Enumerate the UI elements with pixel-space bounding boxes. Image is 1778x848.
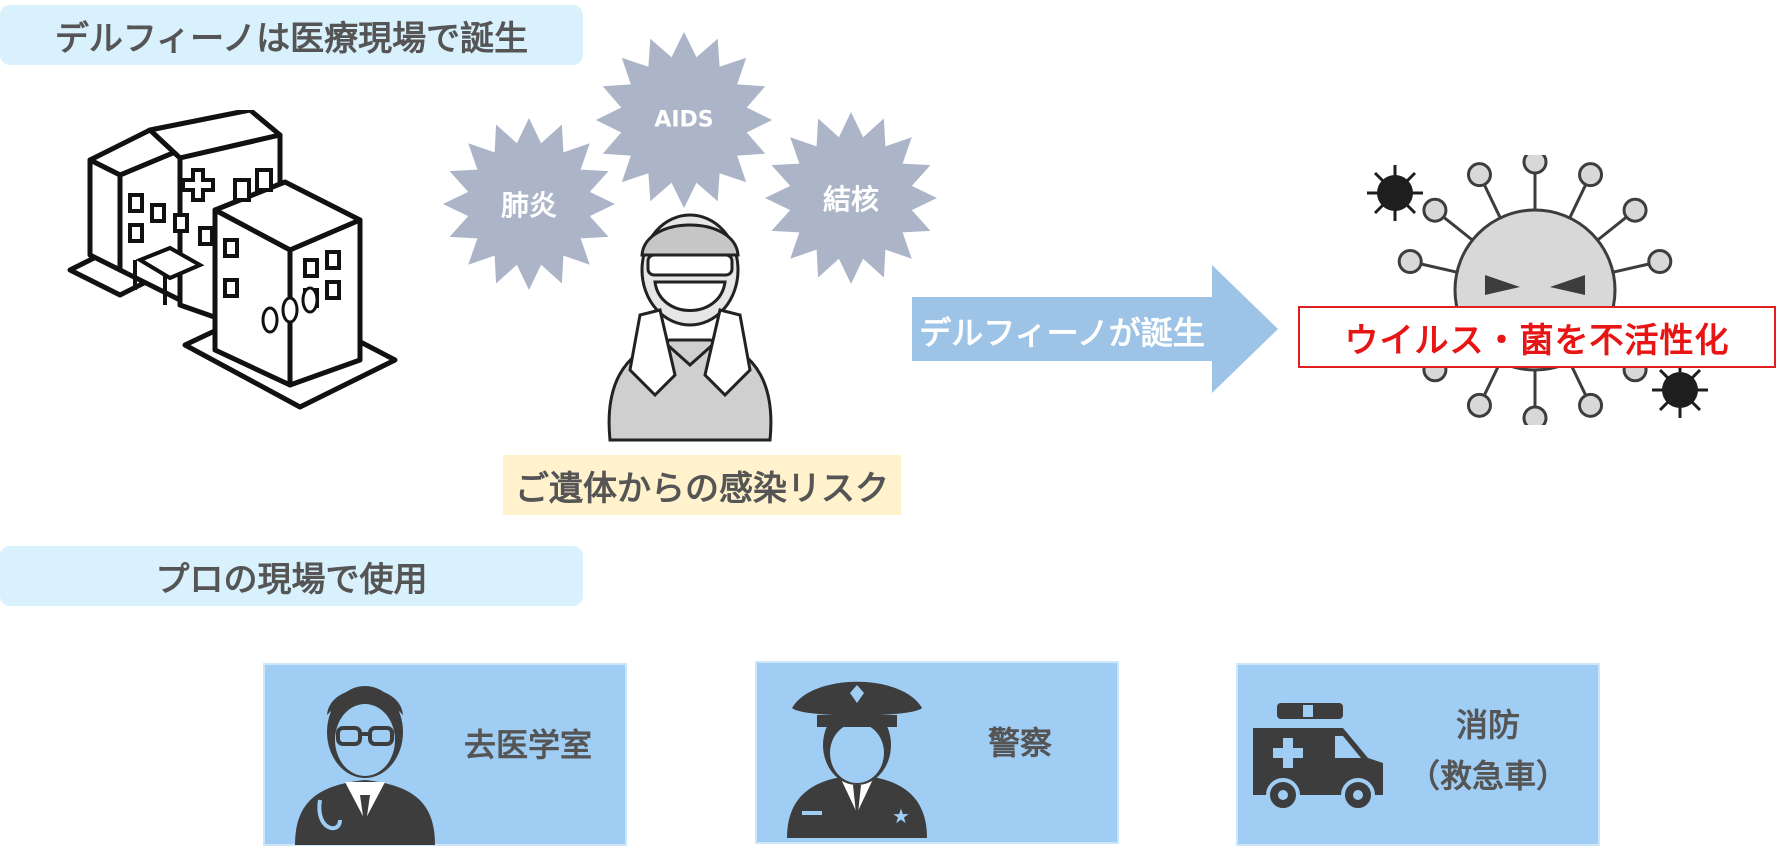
svg-text:★: ★ [892, 804, 910, 828]
card-fire-label-line2: （救急車） [1407, 757, 1568, 796]
burst-pneumonia [443, 118, 615, 290]
infection-risk-text: ご遺体からの感染リスク [515, 468, 889, 509]
arrow-label: デルフィーノが誕生 [912, 296, 1212, 366]
virus-icon [1367, 155, 1708, 425]
arrow-label-text: デルフィーノが誕生 [919, 314, 1205, 352]
card-fire-label: 消防 （救急車） [1388, 700, 1588, 802]
burst-aids [596, 32, 772, 208]
burst-tuberculosis [765, 112, 937, 284]
card-police-label: 警察 [987, 724, 1052, 762]
inactivation-label-text: ウイルス・菌を不活性化 [1344, 320, 1730, 361]
protective-worker-icon [607, 213, 773, 442]
doctor-icon [295, 686, 435, 845]
section-header-origin-text: デルフィーノは医療現場で誕生 [54, 18, 529, 59]
burst-aids-label: AIDS [654, 107, 714, 133]
card-forensic: 去医学室 [263, 663, 627, 846]
card-fire: 消防 （救急車） [1236, 663, 1600, 846]
card-police: ★ 警察 [755, 661, 1119, 844]
card-forensic-label: 去医学室 [463, 726, 592, 764]
arrow-shape [912, 265, 1278, 393]
card-fire-label-line1: 消防 [1455, 706, 1520, 744]
section-header-usage: プロの現場で使用 [0, 546, 583, 606]
infection-risk-label: ご遺体からの感染リスク [503, 455, 901, 515]
section-header-usage-text: プロの現場で使用 [155, 559, 428, 600]
section-header-origin: デルフィーノは医療現場で誕生 [0, 5, 583, 65]
burst-pneumonia-label: 肺炎 [500, 189, 558, 222]
burst-tuberculosis-label: 結核 [822, 183, 880, 216]
police-officer-icon: ★ [787, 681, 927, 838]
hospital-icon [67, 110, 398, 410]
inactivation-label: ウイルス・菌を不活性化 [1298, 306, 1776, 368]
ambulance-icon [1253, 703, 1383, 812]
